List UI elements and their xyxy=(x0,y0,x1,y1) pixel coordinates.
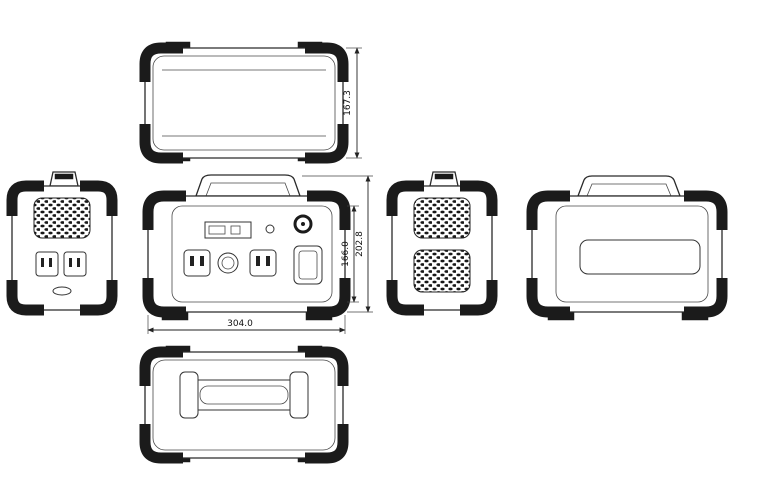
handle xyxy=(577,175,681,197)
led-panel-inner xyxy=(298,250,318,280)
handle-end xyxy=(289,371,309,419)
corner-bumper xyxy=(307,278,351,318)
handle-end xyxy=(179,371,199,419)
outlet-slot xyxy=(69,258,72,267)
corner-bumper xyxy=(307,190,351,230)
dimension-label: 167.3 xyxy=(343,90,353,116)
inner-outline xyxy=(152,55,336,151)
corner-bumper xyxy=(80,180,118,216)
corner-bumper xyxy=(526,190,570,230)
dimension-label: 166.0 xyxy=(341,241,351,267)
dimension-label: 202.8 xyxy=(355,231,365,257)
ac-outlet xyxy=(183,249,211,277)
handle-grip xyxy=(187,379,301,411)
corner-bumper xyxy=(305,346,349,386)
dimension-label: 304.0 xyxy=(227,319,253,329)
top-view xyxy=(139,41,349,164)
corner-bumper xyxy=(684,278,728,318)
dim-total-height: 202.8 xyxy=(302,175,373,313)
corner-bumper xyxy=(305,424,349,464)
handle xyxy=(195,174,301,197)
handle-tab-cap xyxy=(434,173,454,180)
handle-inner-line xyxy=(205,182,291,197)
body-outline xyxy=(144,47,344,159)
corner-bumper xyxy=(139,124,183,164)
outlet-slot xyxy=(41,258,44,267)
vent-grille xyxy=(413,249,471,293)
dim-panel-height: 166.0 xyxy=(341,205,359,303)
outlet-slot xyxy=(77,258,80,267)
corner-bumper xyxy=(139,42,183,82)
ac-outlet xyxy=(63,251,87,277)
corner-bumper xyxy=(6,280,44,316)
outlet-slot xyxy=(200,256,204,266)
back-view xyxy=(526,175,728,321)
corner-bumper xyxy=(139,424,183,464)
corner-bumper xyxy=(305,124,349,164)
outlet-slot xyxy=(256,256,260,266)
front-panel xyxy=(171,205,333,303)
handle-tab-cap xyxy=(54,173,74,180)
corner-bumper xyxy=(460,180,498,216)
ac-outlet xyxy=(249,249,277,277)
display-segment xyxy=(230,225,241,235)
recessed-panel xyxy=(579,239,701,275)
dim-depth: 167.3 xyxy=(343,47,362,159)
speaker-grille xyxy=(33,197,91,239)
corner-bumper xyxy=(684,190,728,230)
left-side-view xyxy=(6,171,118,316)
vent-grille xyxy=(413,197,471,239)
corner-bumper xyxy=(526,278,570,318)
inner-outline xyxy=(152,359,336,451)
back-panel xyxy=(555,205,709,303)
outlet-slot xyxy=(49,258,52,267)
ac-outlet xyxy=(35,251,59,277)
led-panel xyxy=(293,245,323,285)
corner-bumper xyxy=(386,180,424,216)
handle-inner-line xyxy=(586,183,672,197)
front-view xyxy=(142,174,351,321)
knob-dot xyxy=(301,222,305,226)
corner-bumper xyxy=(80,280,118,316)
corner-bumper xyxy=(460,280,498,316)
dim-width: 304.0 xyxy=(147,315,346,334)
corner-bumper xyxy=(386,280,424,316)
corner-bumper xyxy=(305,42,349,82)
power-button xyxy=(265,224,275,234)
corner-bumper xyxy=(142,190,186,230)
dc-socket xyxy=(217,252,239,274)
corner-bumper xyxy=(142,278,186,318)
oval-port xyxy=(52,286,72,296)
dc-socket-inner xyxy=(221,256,235,270)
right-side-view xyxy=(386,171,498,316)
bottom-view xyxy=(139,345,349,464)
outlet-slot xyxy=(266,256,270,266)
display-segment xyxy=(208,225,226,235)
corner-bumper xyxy=(139,346,183,386)
display-screen xyxy=(204,221,252,239)
handle-grip-inner xyxy=(199,385,289,405)
outlet-slot xyxy=(190,256,194,266)
corner-bumper xyxy=(6,180,44,216)
